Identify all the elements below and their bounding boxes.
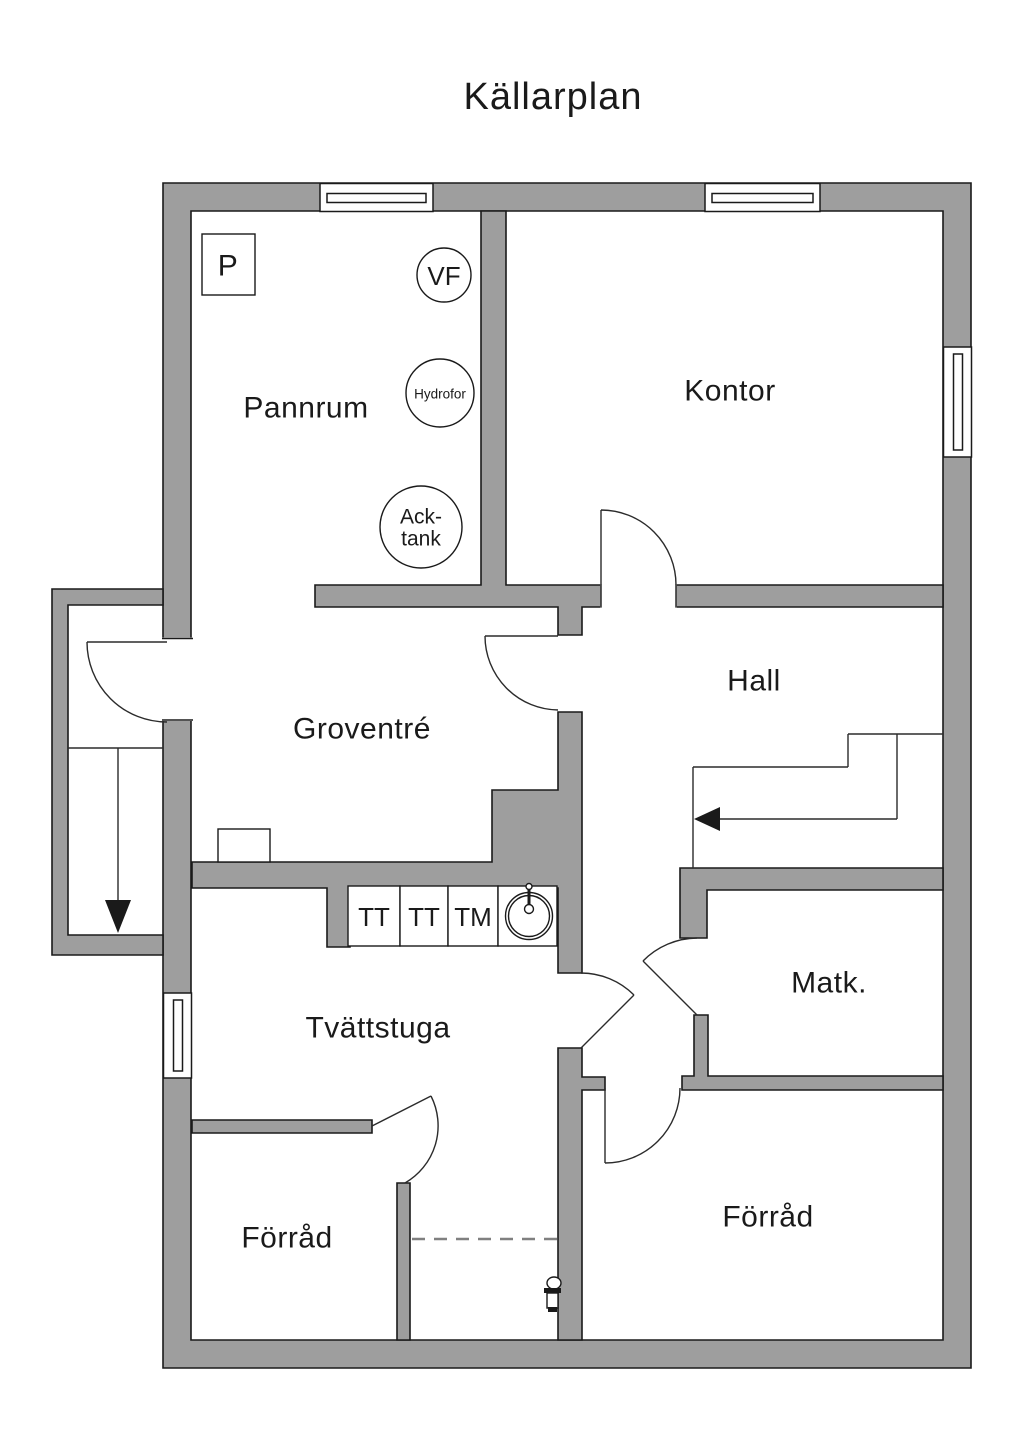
floor-drain-icon — [544, 1276, 562, 1312]
plan-title: Källarplan — [464, 76, 643, 118]
window-kontor-top — [704, 182, 821, 213]
acktank-label-line2: tank — [401, 528, 441, 551]
wall-groventre-south-east — [191, 711, 583, 974]
window-layer — [162, 182, 973, 1079]
kontor-door-opening — [600, 584, 677, 608]
hydrofor-label: Hydrofor — [414, 387, 466, 402]
kontor-door — [600, 509, 677, 586]
forrad-right-door — [604, 1087, 681, 1164]
wall-hall-south — [679, 867, 944, 939]
wall-matk-south — [681, 1014, 944, 1091]
porch-door-opening — [161, 637, 194, 721]
window-tvattstuga-left — [162, 992, 193, 1079]
kontor-door-jambs — [600, 584, 677, 608]
matk-door — [642, 937, 698, 1016]
p-box — [201, 233, 256, 296]
p-box-label: P — [218, 250, 239, 283]
stairs-layer — [68, 733, 943, 933]
acktank-label-line1: Ack- — [400, 506, 442, 529]
window-kontor-right — [942, 346, 973, 458]
porch-walls — [51, 588, 164, 956]
room-label-forrad-right: Förråd — [722, 1201, 813, 1234]
washer2-label: TT — [408, 902, 440, 932]
washing-machine-label: TM — [454, 902, 492, 932]
room-label-kontor: Kontor — [684, 375, 775, 408]
porch-entrance-door — [86, 641, 168, 723]
washer1-box — [347, 885, 401, 947]
wall-forrad-left-right — [396, 1182, 411, 1341]
vf-label: VF — [427, 261, 460, 291]
hydrofor-circle — [405, 358, 475, 428]
opening-layer — [161, 584, 677, 721]
room-label-matk: Matk. — [791, 967, 867, 1000]
window-pannrum-top — [319, 182, 434, 213]
hall-stairs — [692, 733, 943, 868]
hall-stairs-arrow-left-icon — [694, 807, 720, 831]
groventre-step — [217, 828, 271, 863]
sink-icon — [504, 882, 554, 941]
acktank-circle — [379, 485, 463, 569]
room-label-hall: Hall — [727, 665, 781, 698]
tvattstuga-door — [580, 972, 635, 1049]
wall-hall-north — [675, 584, 944, 608]
label-layer: Källarplan Pannrum Kontor Groventré Hall… — [218, 76, 867, 1255]
vf-circle — [416, 247, 472, 303]
washer2-box — [399, 885, 449, 947]
room-label-pannrum: Pannrum — [243, 392, 368, 425]
wall-forrad-left-top — [191, 1119, 373, 1134]
room-label-tvattstuga: Tvättstuga — [305, 1012, 450, 1045]
wall-layer — [51, 182, 972, 1369]
porch-door-jambs — [162, 637, 193, 721]
groventre-door — [484, 635, 559, 711]
exterior-walls — [162, 182, 972, 1369]
room-label-groventre: Groventré — [293, 713, 431, 746]
door-layer — [86, 509, 698, 1184]
porch-stairs — [68, 747, 163, 933]
room-label-forrad-left: Förråd — [241, 1222, 332, 1255]
fixture-layer — [201, 233, 562, 1312]
washer1-label: TT — [358, 902, 390, 932]
forrad-left-door — [371, 1095, 439, 1184]
porch-stairs-arrow-down-icon — [105, 900, 131, 933]
